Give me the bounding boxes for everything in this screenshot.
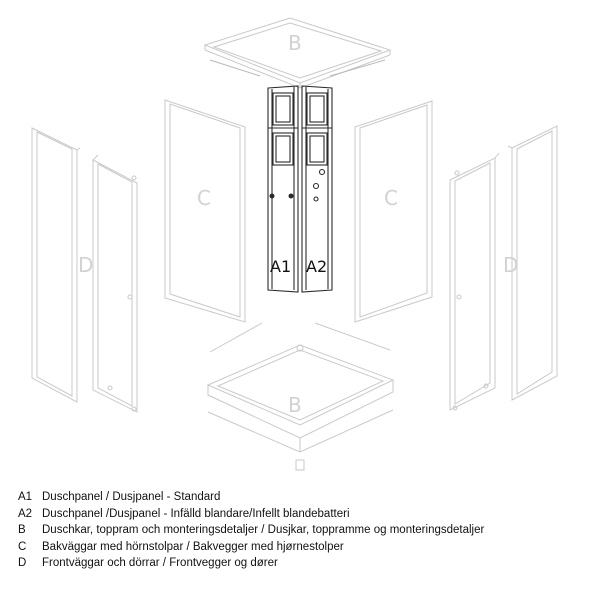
legend-text: Duschpanel / Dusjpanel - Standard	[42, 491, 221, 504]
legend-text: Duschkar, toppram och monteringsdetaljer…	[42, 524, 485, 537]
label-a2: A2	[306, 257, 327, 276]
label-b-tray: B	[288, 393, 302, 417]
legend-code: B	[18, 524, 26, 537]
back-wall-left: C	[164, 99, 246, 323]
label-b-top: B	[288, 31, 302, 55]
legend: A1 Duschpanel / Dusjpanel - Standard A2 …	[18, 489, 588, 572]
legend-text: Duschpanel /Dusjpanel - Infälld blandare…	[42, 507, 350, 520]
legend-code: D	[18, 557, 27, 570]
front-wall-right: D	[503, 125, 558, 401]
legend-row-a2: A2 Duschpanel /Dusjpanel - Infälld bland…	[18, 506, 588, 523]
shower-cabin-exploded-diagram: B C C D	[31, 17, 558, 471]
label-c-left: C	[197, 186, 211, 210]
label-d-left: D	[78, 253, 93, 277]
legend-text: Bakväggar med hörnstolpar / Bakvegger me…	[42, 540, 344, 553]
shower-panel-a2: A2	[301, 85, 333, 293]
label-c-right: C	[384, 186, 398, 210]
legend-text: Frontväggar och dörrar / Frontvegger og …	[42, 557, 278, 570]
legend-row-a1: A1 Duschpanel / Dusjpanel - Standard	[18, 489, 588, 506]
legend-row-b: B Duschkar, toppram och monteringsdetalj…	[18, 522, 588, 539]
legend-row-d: D Frontväggar och dörrar / Frontvegger o…	[18, 555, 588, 572]
front-door-left	[92, 154, 138, 413]
top-frame: B	[203, 17, 392, 89]
legend-code: A1	[18, 491, 33, 504]
shower-tray: B	[206, 322, 395, 471]
back-wall-right: C	[354, 100, 433, 323]
front-door-right	[449, 152, 500, 411]
front-wall-left: D	[31, 127, 93, 403]
legend-code: C	[18, 540, 27, 553]
legend-row-c: C Bakväggar med hörnstolpar / Bakvegger …	[18, 539, 588, 556]
shower-panel-a1: A1	[267, 85, 299, 293]
legend-code: A2	[18, 507, 33, 520]
label-a1: A1	[270, 257, 291, 276]
label-d-right: D	[503, 253, 518, 277]
